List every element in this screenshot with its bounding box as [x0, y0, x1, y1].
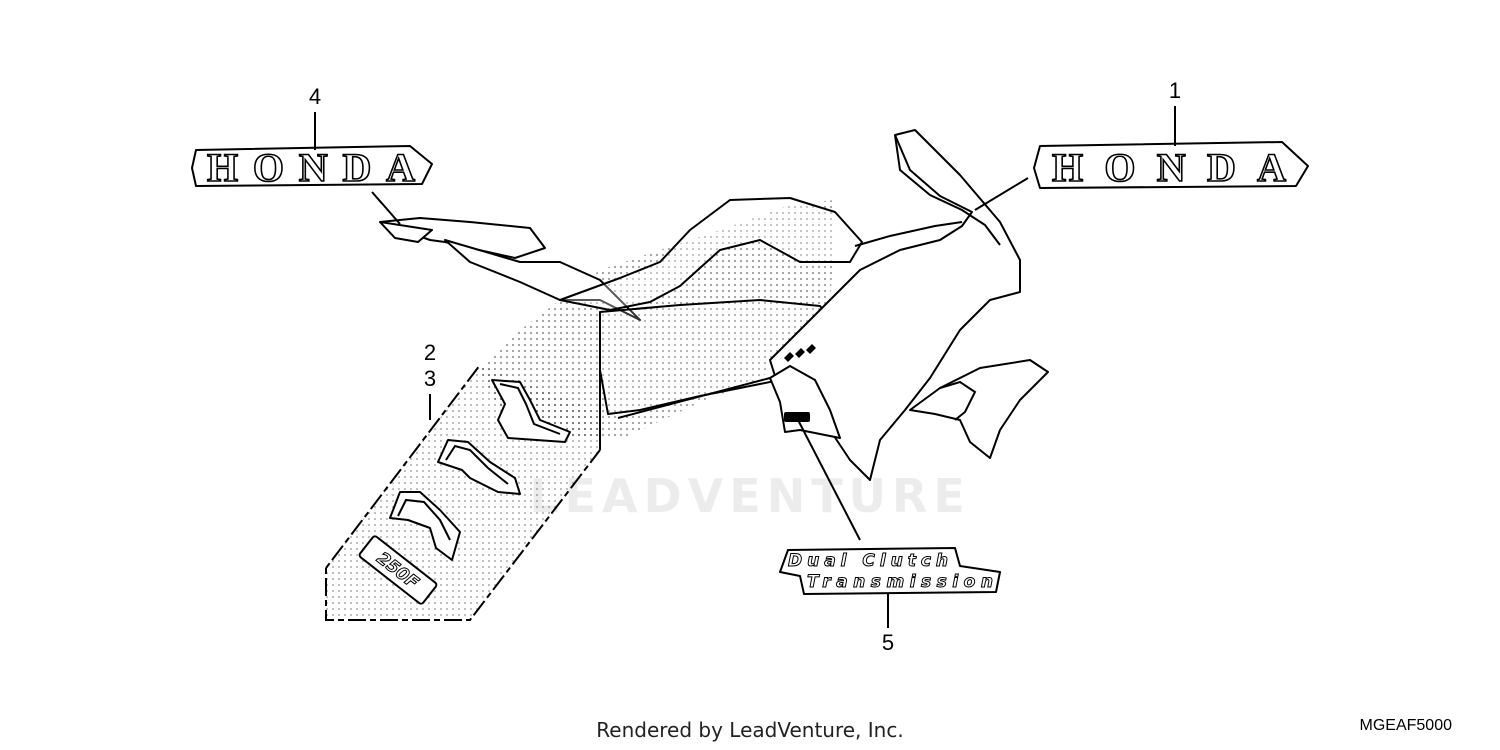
tank-shading: [480, 200, 835, 440]
shroud-chevrons: [784, 344, 816, 362]
callout-5: 5: [882, 630, 894, 655]
dct-line2: Transmission: [807, 572, 993, 592]
dct-decal-mark: [784, 412, 810, 422]
watermark-text: LEADVENTURE: [529, 469, 971, 523]
callout-4: 4: [309, 84, 321, 109]
callout-3: 3: [424, 366, 436, 391]
callouts: 1 2 3 4 5: [309, 78, 1181, 655]
callout-1: 1: [1169, 78, 1181, 103]
motorcycle-bodywork: [379, 129, 1049, 481]
honda-emblem-right: HONDA: [974, 141, 1309, 211]
dct-emblem: Dual Clutch Transmission: [779, 417, 1001, 595]
honda-left-text: HONDA: [207, 145, 417, 190]
footer-credit: Rendered by LeadVenture, Inc.: [596, 718, 904, 742]
honda-emblem-left: HONDA: [191, 144, 433, 225]
decal-kit-group: 250F: [325, 364, 601, 621]
diagram-code: MGEAF5000: [1359, 717, 1452, 734]
dct-line1: Dual Clutch: [788, 551, 948, 571]
callout-2: 2: [424, 340, 436, 365]
